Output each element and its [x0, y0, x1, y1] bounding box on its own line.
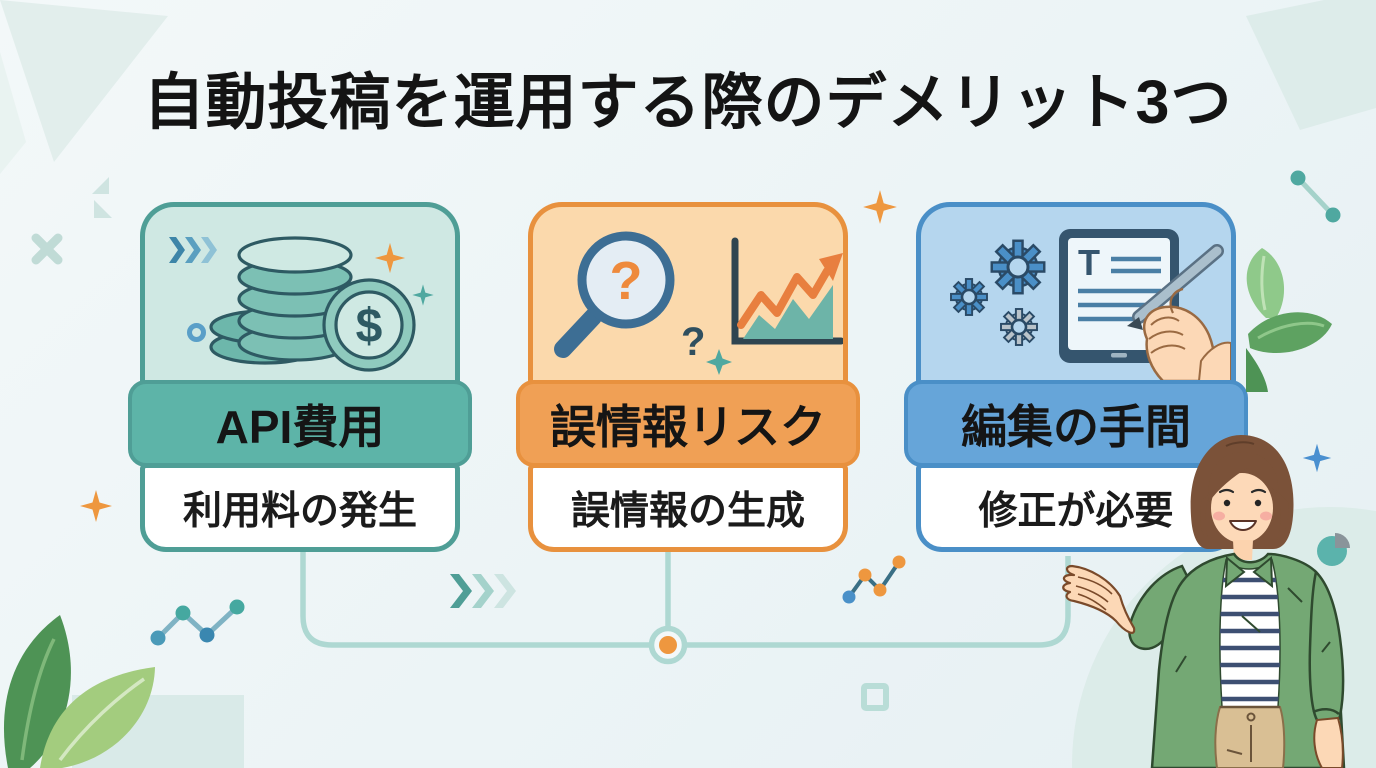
presenter-woman-illustration [1062, 435, 1346, 768]
card-editing-effort: T 編集の手間 修正が必要 [904, 202, 1248, 552]
corner-polygon-topright [1246, 0, 1376, 130]
card-title: API費用 [215, 400, 385, 453]
corner-triangles-topleft [0, 0, 168, 265]
sparkle-star-icon-orange [374, 242, 406, 274]
card-editing-title-band: 編集の手間 [904, 380, 1248, 467]
mini-line-chart-bottom-left [150, 599, 245, 646]
card-subtitle: 修正が必要 [978, 489, 1174, 533]
pie-chart-icon-decoration [1317, 533, 1350, 566]
sparkle-star-icon-orange-mid [863, 190, 897, 224]
card-misinformation-risk: ? ? 誤情報リスク 誤情報の生成 [516, 202, 860, 552]
gears-tablet-pen-icon: T [950, 229, 1231, 381]
card-misinformation-subtitle-panel: 誤情報の生成 [528, 463, 848, 552]
card-misinformation-illustration: ? ? [528, 202, 848, 384]
sparkle-star-icon-orange-left [80, 490, 112, 522]
square-outline-decoration [861, 683, 889, 711]
page-title: 自動投稿を運用する際のデメリット3つ [143, 68, 1233, 136]
chevrons-icon-bottom [450, 574, 516, 608]
svg-text:T: T [1078, 242, 1100, 283]
chevrons-icon-blue [169, 237, 217, 263]
svg-text:?: ? [610, 251, 643, 311]
card-title: 編集の手間 [961, 400, 1191, 453]
sparkle-star-icon-teal [412, 284, 434, 306]
card-misinformation-title-band: 誤情報リスク [516, 380, 860, 467]
card-api-cost-subtitle-panel: 利用料の発生 [140, 463, 460, 552]
card-editing-illustration: T [916, 202, 1236, 384]
sparkle-star-icon-blue-right [1302, 443, 1332, 473]
magnifier-question-chart-icon: ? ? [554, 231, 843, 375]
svg-text:?: ? [681, 320, 705, 364]
card-api-cost-title-band: API費用 [128, 380, 472, 467]
dots-line-decoration-topright [1290, 170, 1341, 223]
mini-line-chart-mid [842, 555, 906, 604]
card-subtitle: 誤情報の生成 [570, 489, 805, 533]
coins-money-icon: $ [209, 236, 416, 372]
card-api-cost-illustration: $ [140, 202, 460, 384]
leaves-bottom-left [3, 615, 155, 768]
svg-text:$: $ [356, 300, 383, 353]
leaves-right [1246, 248, 1332, 392]
card-subtitle: 利用料の発生 [182, 489, 417, 533]
card-api-cost: $ API費用 利用料の発生 [128, 202, 472, 552]
circle-outline-decoration [187, 323, 206, 342]
card-title: 誤情報リスク [550, 400, 826, 453]
connector-node-center [659, 636, 677, 654]
